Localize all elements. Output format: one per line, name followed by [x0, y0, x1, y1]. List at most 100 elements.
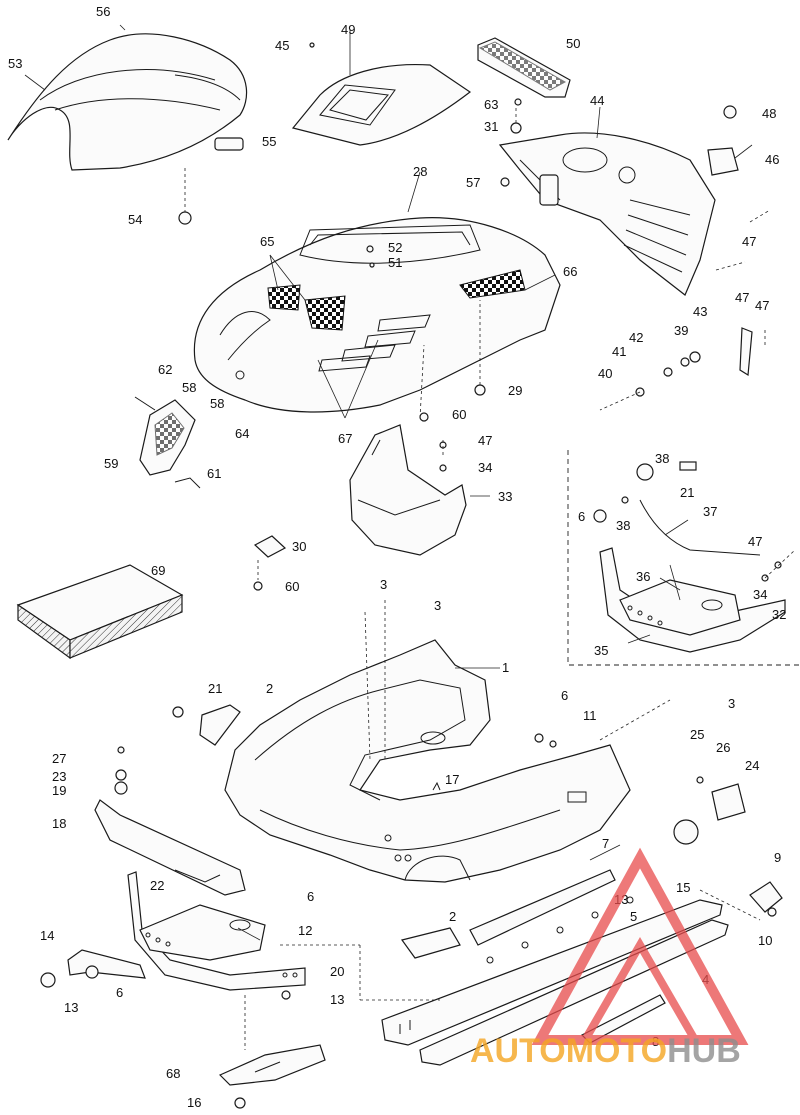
callout-26: 26	[716, 740, 730, 755]
callout-17: 17	[445, 772, 459, 787]
callout-49: 49	[341, 22, 355, 37]
callout-63: 63	[484, 97, 498, 112]
callout-60a: 60	[452, 407, 466, 422]
vent-cover-part	[291, 63, 472, 146]
callout-47d: 47	[478, 433, 492, 448]
callout-58b: 58	[210, 396, 224, 411]
callout-22: 22	[150, 878, 164, 893]
callout-45: 45	[275, 38, 289, 53]
trim-strip-part	[477, 37, 571, 98]
callout-6c: 6	[307, 889, 314, 904]
callout-18: 18	[52, 816, 66, 831]
callout-35: 35	[594, 643, 608, 658]
callout-68: 68	[166, 1066, 180, 1081]
callout-6d: 6	[116, 985, 123, 1000]
windshield-part	[7, 33, 248, 171]
callout-37: 37	[703, 504, 717, 519]
watermark-auto: AUTO	[470, 1032, 566, 1070]
callout-66: 66	[563, 264, 577, 279]
callout-25: 25	[690, 727, 704, 742]
callout-23: 23	[52, 769, 66, 784]
callout-67: 67	[338, 431, 352, 446]
callout-40: 40	[598, 366, 612, 381]
watermark-triangle-icon	[531, 847, 749, 1045]
callout-38a: 38	[655, 451, 669, 466]
callout-43: 43	[693, 304, 707, 319]
callout-6b: 6	[561, 688, 568, 703]
detail-box-outline	[567, 450, 800, 666]
callout-3b: 3	[434, 598, 441, 613]
callout-34a: 34	[478, 460, 492, 475]
callout-27: 27	[52, 751, 66, 766]
callout-38b: 38	[616, 518, 630, 533]
skid-plate-part	[218, 1044, 326, 1086]
callout-15: 15	[676, 880, 690, 895]
callout-52: 52	[388, 240, 402, 255]
callout-13b: 13	[64, 1000, 78, 1015]
callout-2b: 2	[449, 909, 456, 924]
callout-2a: 2	[266, 681, 273, 696]
callout-30: 30	[292, 539, 306, 554]
callout-39: 39	[674, 323, 688, 338]
callout-44: 44	[590, 93, 604, 108]
callout-64: 64	[235, 426, 249, 441]
callout-1: 1	[502, 660, 509, 675]
callout-47a: 47	[742, 234, 756, 249]
watermark-moto: MOTO	[566, 1032, 667, 1070]
callout-56: 56	[96, 4, 110, 19]
callout-28: 28	[413, 164, 427, 179]
callout-34b: 34	[753, 587, 767, 602]
callout-50: 50	[566, 36, 580, 51]
callout-36: 36	[636, 569, 650, 584]
callout-47e: 47	[748, 534, 762, 549]
callout-3c: 3	[728, 696, 735, 711]
callout-60b: 60	[285, 579, 299, 594]
callout-61: 61	[207, 466, 221, 481]
front-bumper-part	[599, 547, 786, 653]
callout-47b: 47	[735, 290, 749, 305]
callout-6a: 6	[578, 509, 585, 524]
svg-text:AUTOMOTOHUB: AUTOMOTOHUB	[470, 1032, 741, 1070]
callout-3a: 3	[380, 577, 387, 592]
hood-part	[193, 217, 561, 413]
callout-54: 54	[128, 212, 142, 227]
callout-14: 14	[40, 928, 54, 943]
callout-11: 11	[583, 708, 597, 723]
callout-48: 48	[762, 106, 776, 121]
callout-62: 62	[158, 362, 172, 377]
bracket-part	[134, 396, 201, 489]
watermark-hub: HUB	[667, 1032, 741, 1070]
rail-part	[94, 799, 246, 896]
callout-41: 41	[612, 344, 626, 359]
callout-7: 7	[602, 836, 609, 851]
callout-69: 69	[151, 563, 165, 578]
callout-59: 59	[104, 456, 118, 471]
side-panel-part	[349, 424, 467, 556]
callout-55: 55	[262, 134, 276, 149]
callout-46: 46	[765, 152, 779, 167]
callout-13c: 13	[330, 992, 344, 1007]
callout-21b: 21	[680, 485, 694, 500]
belly-pan-part	[224, 639, 631, 883]
callout-51: 51	[388, 255, 402, 270]
callout-20: 20	[330, 964, 344, 979]
callout-24: 24	[745, 758, 759, 773]
callout-9: 9	[774, 850, 781, 865]
callout-32: 32	[772, 607, 786, 622]
callout-57: 57	[466, 175, 480, 190]
callout-21a: 21	[208, 681, 222, 696]
callout-33: 33	[498, 489, 512, 504]
callout-5: 5	[630, 909, 637, 924]
insulation-pad-part	[16, 564, 184, 660]
rear-bumper-part	[127, 871, 306, 991]
callout-12: 12	[298, 923, 312, 938]
callout-65: 65	[260, 234, 274, 249]
callout-53: 53	[8, 56, 22, 71]
callout-42: 42	[629, 330, 643, 345]
callout-31: 31	[484, 119, 498, 134]
callout-10: 10	[758, 933, 772, 948]
callout-19: 19	[52, 783, 66, 798]
